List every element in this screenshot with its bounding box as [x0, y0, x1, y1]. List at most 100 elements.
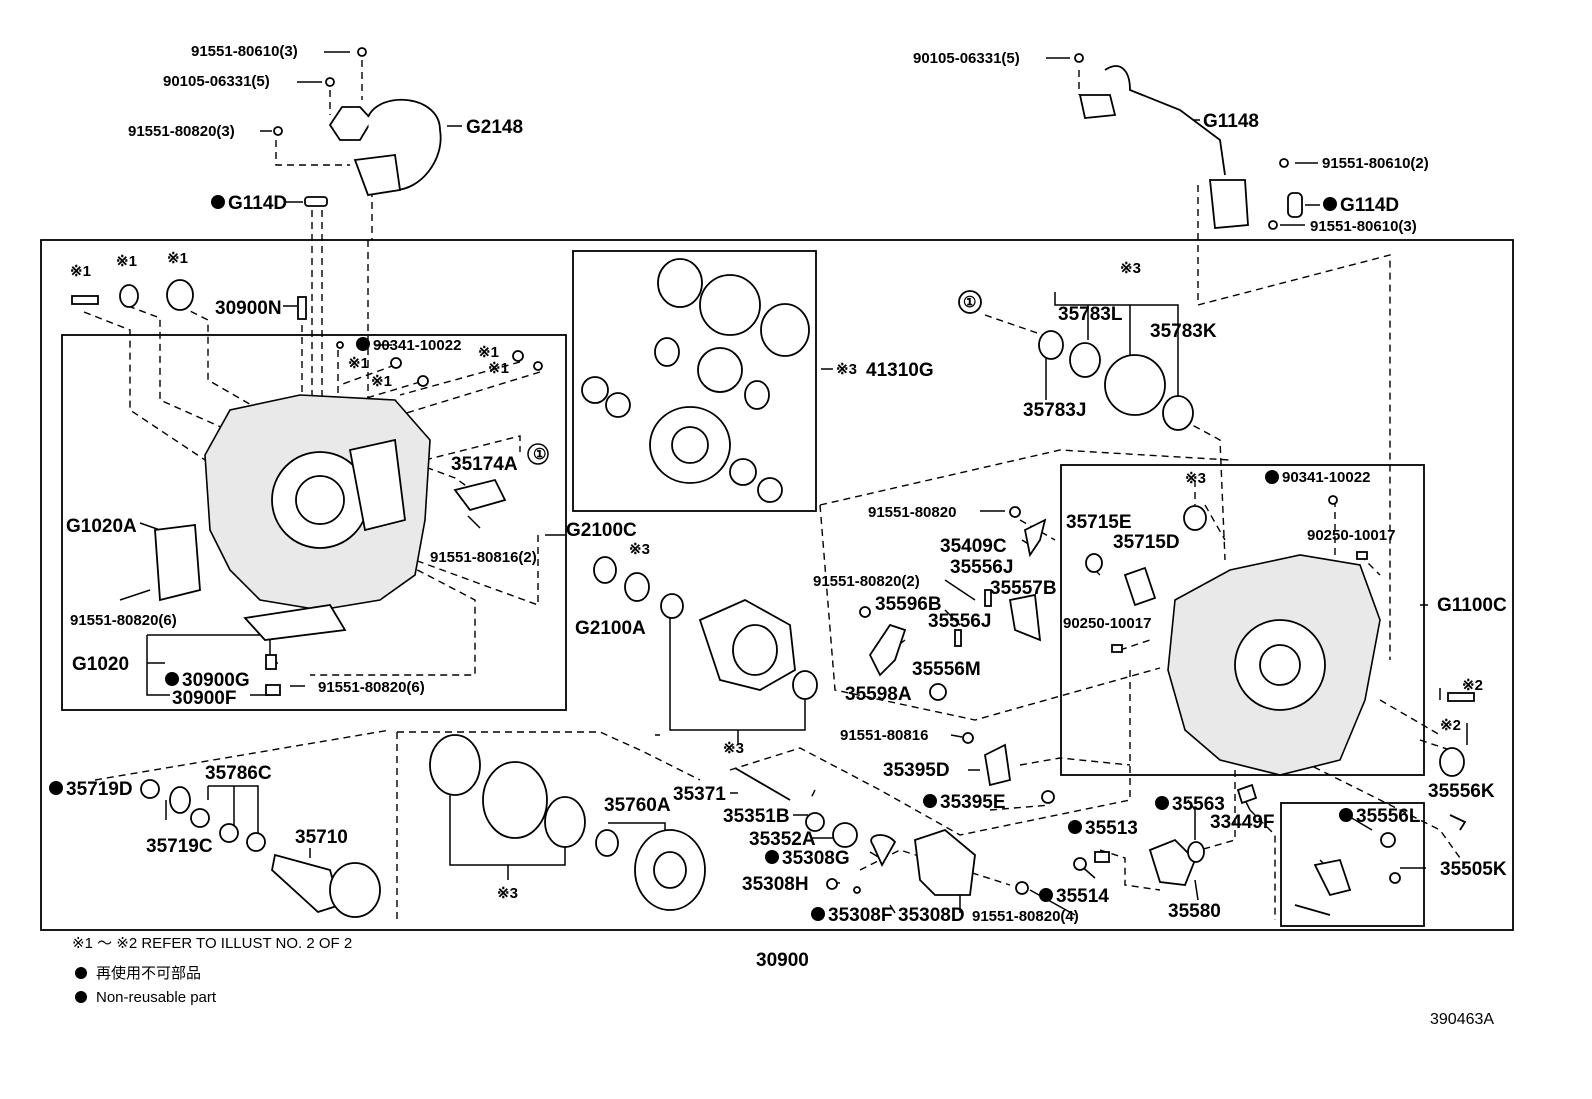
part-callout: 91551-80820 [868, 504, 956, 521]
nonreusable-mark [49, 781, 63, 795]
shaft-35710-shape [271, 853, 342, 914]
kit-ring-d-shape [605, 392, 631, 418]
bearing-right-shape [1162, 395, 1194, 431]
part-callout: ① [963, 294, 976, 311]
nonreusable-mark [1339, 808, 1353, 822]
part-callout: 91551-80816(2) [430, 549, 537, 566]
gear-35351b-shape [805, 812, 825, 832]
part-callout: G2100C [566, 520, 637, 541]
part-callout: G1100C [1437, 595, 1507, 616]
bolt-shape-a [357, 47, 367, 57]
part-callout: 30900F [172, 688, 236, 709]
differential-bearing-shape [792, 670, 818, 700]
part-callout: G2100A [575, 618, 646, 639]
part-callout: 35395E [940, 792, 1006, 813]
wire-harness-g1148-shape [1104, 65, 1226, 176]
kit-gear-a-shape [699, 274, 761, 336]
part-callout: G114D [228, 193, 287, 214]
harness-clamp-shape [353, 153, 402, 197]
part-callout: ※1 [70, 263, 91, 280]
connector-bracket-shape [328, 106, 374, 141]
strainer-33449f-shape [1236, 783, 1258, 805]
part-callout: 35308H [742, 874, 809, 895]
seal-35563-shape [1187, 841, 1205, 863]
part-callout: ※2 [1462, 677, 1483, 694]
part-callout: 35395D [883, 760, 950, 781]
part-callout: ※3 [1185, 470, 1206, 487]
part-callout: ※1 [348, 355, 369, 372]
sensor-35395d-shape [984, 743, 1012, 787]
ring-gear-shape [482, 761, 548, 839]
part-callout: ※3 [629, 541, 650, 558]
plug-90341-right-shape [1328, 495, 1338, 505]
nonreusable-mark [1068, 820, 1082, 834]
bolt-shape-e [1279, 158, 1289, 168]
differential-gear-shape [732, 624, 778, 676]
bolt-shape-c [273, 126, 283, 136]
part-shapes [71, 47, 1475, 918]
seal-g2100a-shape [593, 556, 617, 584]
legend-notes: ※1 ～ ※2 REFER TO ILLUST NO. 2 OF 2 再使用不可… [72, 935, 1494, 1028]
plug-90250-a-shape [1356, 551, 1368, 560]
part-callout: 35719C [146, 836, 213, 857]
part-callout: ※1 [167, 250, 188, 267]
washer-35786c-a-shape [190, 808, 210, 828]
washer-35786c-c-shape [246, 832, 266, 852]
gear-35352a-shape [832, 822, 858, 848]
kit-bearing-a-shape [657, 258, 703, 308]
bolt-35596-shape [859, 606, 871, 618]
washer-35786c-b-shape [219, 823, 239, 843]
part-callout: 35783L [1058, 304, 1123, 325]
kit-ring-a-shape [654, 337, 680, 367]
gear-35710-shape [329, 862, 381, 918]
part-callout: 35715D [1113, 532, 1180, 553]
seal-35556k-shape [1439, 747, 1465, 777]
part-callout: 35505K [1440, 859, 1507, 880]
nonreusable-mark [356, 337, 370, 351]
kit-ring-b-shape [744, 380, 770, 410]
part-callout: G2148 [466, 117, 523, 138]
bearing-race-shape [624, 572, 650, 602]
case-bore-inner-shape [1259, 644, 1301, 686]
stud-2-shape [1447, 692, 1475, 702]
housing-pocket-shape [348, 438, 406, 532]
part-callout: 35556L [1356, 806, 1421, 827]
rod-35371-shape [734, 767, 791, 801]
callout-labels: 91551-80610(3) 90105-06331(5) 91551-8082… [49, 43, 1507, 971]
stud-bolt-shape [71, 295, 99, 305]
plug-90250-b-shape [1111, 644, 1123, 653]
harness-bracket-right-shape [1209, 179, 1249, 229]
plug-35513-shape [1094, 851, 1110, 863]
ring-small-shape [595, 829, 619, 857]
part-callout: 35719D [66, 779, 133, 800]
pump-35580-shape [1148, 838, 1197, 886]
gasket-small-shape [336, 341, 344, 349]
part-callout: 30900N [215, 298, 282, 319]
rod-35505k-shape [1294, 904, 1331, 916]
part-callout: 35563 [1172, 794, 1225, 815]
bolt-35409-shape [1009, 506, 1021, 518]
seal-large-shape [429, 734, 481, 796]
part-callout: ※3 [836, 361, 857, 378]
o-ring-35395e-shape [1041, 790, 1055, 804]
bush-35556l-shape [1380, 832, 1396, 848]
gear-35783k-shape [1104, 354, 1166, 416]
nonreusable-mark [1265, 470, 1279, 484]
part-callout: ※3 [723, 740, 744, 757]
pin-35308f-shape [853, 886, 861, 894]
part-callout: ※1 [488, 360, 509, 377]
part-callout: 35710 [295, 827, 348, 848]
washer-b-shape [417, 375, 429, 387]
housing-bore-inner-shape [295, 475, 345, 525]
lever-35557b-shape [1008, 593, 1042, 642]
part-callout: 35598A [845, 684, 912, 705]
part-callout: 35715E [1066, 512, 1132, 533]
washer-a-shape [390, 357, 402, 369]
plug-35514-shape [1073, 857, 1087, 871]
part-callout: 91551-80820(6) [318, 679, 425, 696]
nonreusable-mark [1039, 888, 1053, 902]
part-callout: 35308F [828, 905, 892, 926]
lever-35505k-shape [1313, 858, 1352, 897]
washer-c-shape [512, 350, 524, 362]
g114d-right-shape [1287, 192, 1303, 218]
